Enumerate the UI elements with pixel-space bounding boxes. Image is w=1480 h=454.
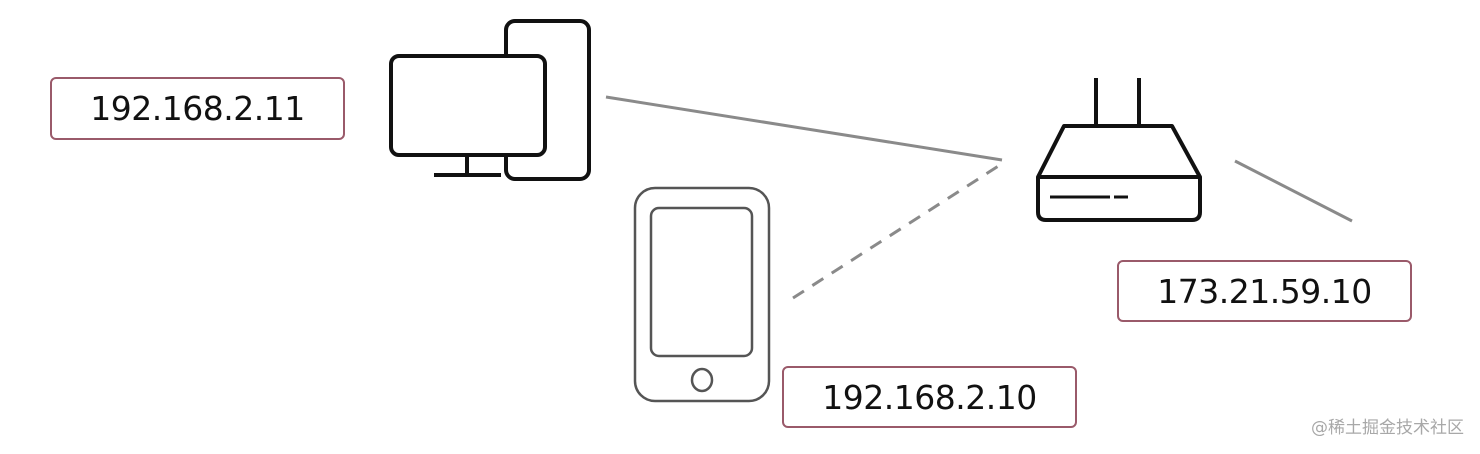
desktop-router-link xyxy=(605,95,1003,162)
router-uplink xyxy=(1234,159,1353,223)
tablet-home-button xyxy=(690,367,714,393)
desktop-computer-icon xyxy=(389,19,591,181)
router-body xyxy=(1036,124,1202,222)
watermark: @稀土掘金技术社区 xyxy=(1311,418,1464,438)
tablet-router-link xyxy=(792,163,1001,300)
tablet-ip-label: 192.168.2.10 xyxy=(782,366,1077,428)
tablet-icon xyxy=(633,186,771,403)
monitor-screen xyxy=(389,54,547,157)
router-ip-label: 173.21.59.10 xyxy=(1117,260,1412,322)
tablet-screen xyxy=(649,206,754,358)
router-icon xyxy=(1036,78,1202,222)
desktop-ip-label: 192.168.2.11 xyxy=(50,77,345,140)
